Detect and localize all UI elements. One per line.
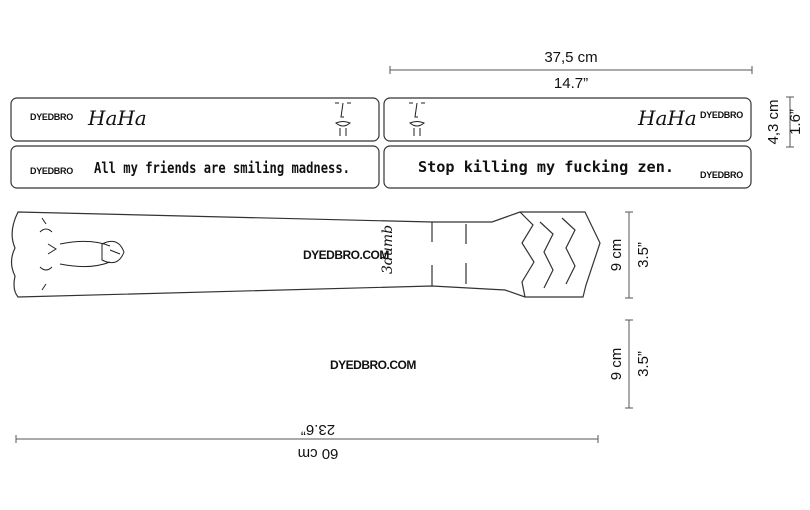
strip-top-right: HaHa DYEDBRO xyxy=(383,97,752,142)
face-sketch-icon xyxy=(335,102,351,136)
width-cm-label: 37,5 cm xyxy=(544,49,597,66)
face-sketch-icon xyxy=(39,217,125,291)
mudguard-signature: 3dumb xyxy=(380,225,396,274)
strip-brand: DYEDBRO xyxy=(700,170,743,180)
back-height-in-label: 3.5” xyxy=(635,351,652,377)
back-website: DYEDBRO.COM xyxy=(330,358,416,372)
guard-height-in-label: 3.5” xyxy=(635,242,652,268)
height-cm-label: 4,3 cm xyxy=(765,99,782,144)
height-in-label: 1.6” xyxy=(787,109,804,135)
back-height-cm-label: 9 cm xyxy=(608,348,625,381)
strip-signature: HaHa xyxy=(637,106,697,130)
strip-bottom-right: Stop killing my fucking zen. DYEDBRO xyxy=(383,145,752,189)
strip-bottom-left: DYEDBRO All my friends are smiling madne… xyxy=(10,145,380,189)
mudguard-website: DYEDBRO.COM xyxy=(303,248,389,262)
strip-top-left: DYEDBRO HaHa xyxy=(10,97,380,142)
width-dimension: 37,5 cm 14.7” xyxy=(389,49,753,92)
back-height-dimension: 9 cm 3.5” xyxy=(608,319,652,409)
face-sketch-icon xyxy=(409,102,425,136)
guard-height-dimension: 9 cm 3.5” xyxy=(608,211,652,299)
mudguard-back: DYEDBRO.COM xyxy=(330,358,417,372)
strip-slogan: All my friends are smiling madness. xyxy=(94,159,350,177)
width-in-label: 14.7” xyxy=(554,75,588,92)
length-in-label: 23.6” xyxy=(301,421,335,438)
strip-slogan: Stop killing my fucking zen. xyxy=(418,158,674,176)
strip-brand: DYEDBRO xyxy=(30,166,73,176)
height-dimension: 4,3 cm 1.6” xyxy=(765,96,804,148)
length-dimension: 23.6” 60 cm xyxy=(15,421,599,462)
guard-height-cm-label: 9 cm xyxy=(608,239,625,272)
strip-brand: DYEDBRO xyxy=(700,110,743,120)
strip-signature: HaHa xyxy=(87,106,147,130)
mudguard-front: DYEDBRO.COM 3dumb xyxy=(10,211,601,298)
length-cm-label: 60 cm xyxy=(298,445,339,462)
strip-brand: DYEDBRO xyxy=(30,112,73,122)
